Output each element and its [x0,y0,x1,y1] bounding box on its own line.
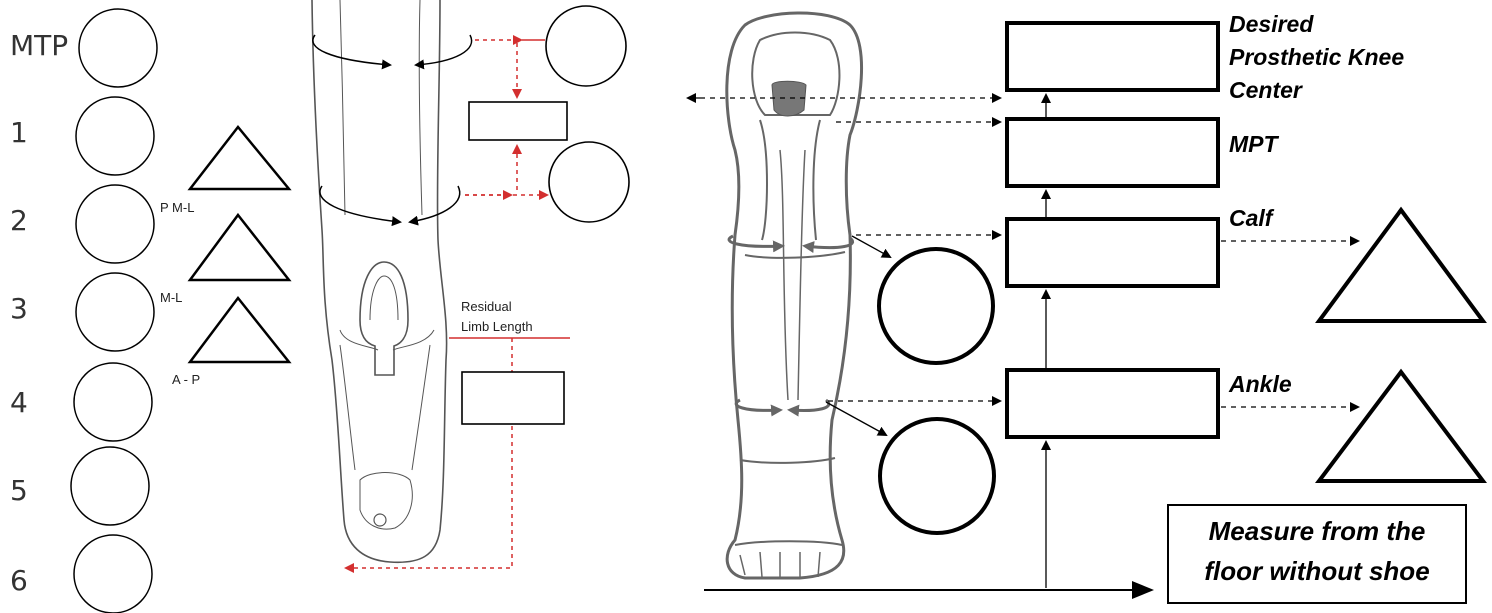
triangle-label-ml: M-L [160,290,182,305]
residual-limb-length-box[interactable] [462,372,564,424]
circumference-circle-6[interactable] [74,535,152,613]
calf-circumference-circle[interactable] [879,249,993,363]
level-label-3: 3 [10,292,28,325]
circumference-circle-5[interactable] [71,447,149,525]
note-line-2: floor without shoe [1204,556,1429,586]
upper-circumference-circle[interactable] [546,6,626,86]
triangle-label-p-ml: P M-L [160,200,194,215]
calf-triangle[interactable] [1319,210,1483,321]
ankle-triangle[interactable] [1319,372,1483,481]
triangle-label-ap: A - P [172,372,200,387]
circumference-circle-2[interactable] [76,185,154,263]
calf-box[interactable] [1007,219,1218,286]
knee-center-label-2: Prosthetic Knee [1229,44,1404,70]
note-line-1: Measure from the [1209,516,1426,546]
level-label-4: 4 [10,386,28,419]
triangle-ap[interactable] [190,298,289,362]
level-label-6: 6 [10,564,28,597]
triangle-p-ml[interactable] [190,127,289,189]
residual-limb-label-2: Limb Length [461,319,533,334]
lower-circumference-circle[interactable] [549,142,629,222]
level-label-5: 5 [10,474,28,507]
knee-center-label-1: Desired [1229,11,1314,37]
circumference-circle-3[interactable] [76,273,154,351]
residual-limb-label-1: Residual [461,299,512,314]
level-label-1: 1 [10,116,28,149]
ankle-label: Ankle [1228,371,1292,397]
residual-limb-sketch [312,0,447,562]
level-label-mtp: MTP [10,29,68,62]
circumference-circle-4[interactable] [74,363,152,441]
knee-center-box[interactable] [1007,23,1218,90]
mpt-label: MPT [1229,131,1280,157]
circumference-circle-mtp[interactable] [79,9,157,87]
calf-label: Calf [1229,205,1275,231]
knee-center-label-3: Center [1229,77,1303,103]
triangle-ml[interactable] [190,215,289,280]
left-panel: MTP 1 2 3 4 5 6 P M-L M-L A - P [10,0,629,613]
ankle-circumference-circle[interactable] [880,419,994,533]
ankle-box[interactable] [1007,370,1218,437]
circumference-circle-1[interactable] [76,97,154,175]
mpt-box[interactable] [1007,119,1218,186]
right-panel: Desired Prosthetic Knee Center MPT Calf … [688,11,1483,603]
difference-box[interactable] [469,102,567,140]
level-label-2: 2 [10,204,28,237]
